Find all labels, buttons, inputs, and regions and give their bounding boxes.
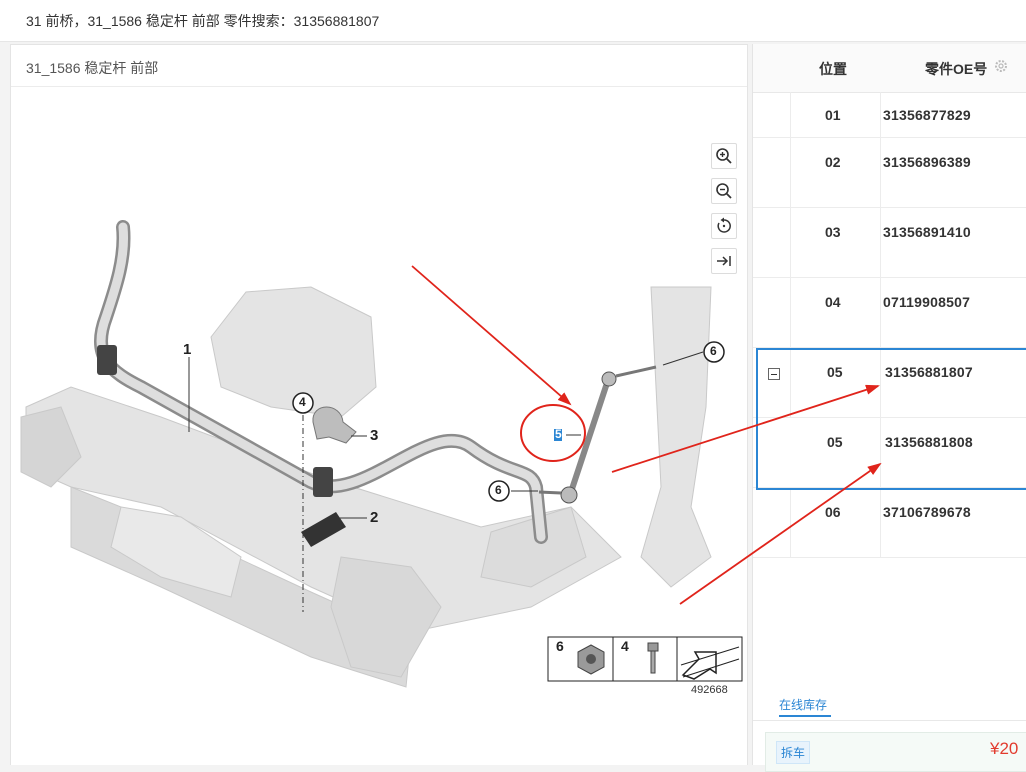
row-oe-number[interactable]: 31356896389 xyxy=(883,154,971,170)
diagram-toolbar xyxy=(711,143,739,283)
diagram-panel: 31_1586 稳定杆 前部 xyxy=(10,44,748,765)
zoom-in-button[interactable] xyxy=(711,143,737,169)
tab-online-stock[interactable]: 在线库存 xyxy=(779,698,828,712)
row-position: 06 xyxy=(825,504,841,520)
row-oe-number[interactable]: 37106789678 xyxy=(883,504,971,520)
bracket-part xyxy=(312,406,357,444)
source-badge: 拆车 xyxy=(776,741,811,764)
collapse-row-icon[interactable] xyxy=(768,368,780,380)
row-position: 02 xyxy=(825,154,841,170)
table-row[interactable]: 06 37106789678 xyxy=(753,488,1026,558)
row-oe-number[interactable]: 31356881807 xyxy=(885,364,973,380)
gear-icon[interactable] xyxy=(993,58,1009,74)
row-position: 05 xyxy=(827,364,843,380)
breadcrumb: 31 前桥，31_1586 稳定杆 前部 零件搜索：31356881807 xyxy=(26,13,380,29)
row-position: 01 xyxy=(825,107,841,123)
table-row[interactable]: 02 31356896389 xyxy=(753,138,1026,208)
reset-button[interactable] xyxy=(711,213,737,239)
legend-number-4: 4 xyxy=(621,638,629,654)
collapse-panel-button[interactable] xyxy=(711,248,737,274)
column-header-position: 位置 xyxy=(819,61,847,77)
bushing-right xyxy=(313,467,333,497)
zoom-out-icon xyxy=(716,183,732,199)
diagram-reference-number: 492668 xyxy=(691,684,728,696)
table-row[interactable]: 04 07119908507 xyxy=(753,278,1026,348)
collapse-panel-icon xyxy=(717,256,731,266)
diagram-title: 31_1586 稳定杆 前部 xyxy=(11,45,747,87)
reset-rotate-icon xyxy=(717,217,731,233)
row-position: 03 xyxy=(825,224,841,240)
row-oe-number[interactable]: 31356877829 xyxy=(883,107,971,123)
stock-item[interactable]: 拆车 ¥20 xyxy=(765,732,1026,772)
table-row[interactable]: 03 31356891410 xyxy=(753,208,1026,278)
callout-4[interactable]: 4 xyxy=(299,395,306,409)
row-oe-number[interactable]: 07119908507 xyxy=(883,294,971,310)
callout-6-bottom[interactable]: 6 xyxy=(495,483,502,497)
callout-3[interactable]: 3 xyxy=(370,427,379,444)
breadcrumb-bar: 31 前桥，31_1586 稳定杆 前部 零件搜索：31356881807 xyxy=(0,0,1026,42)
row-position: 04 xyxy=(825,294,841,310)
zoom-in-icon xyxy=(716,148,732,164)
active-tab-indicator xyxy=(779,715,831,717)
price: ¥20 xyxy=(990,739,1019,758)
rubber-mount xyxy=(301,512,346,547)
legend-number-6: 6 xyxy=(556,638,564,654)
callout-6-top[interactable]: 6 xyxy=(710,344,717,358)
callout-2[interactable]: 2 xyxy=(370,509,379,526)
callout-1[interactable]: 1 xyxy=(183,341,192,358)
legend-box xyxy=(547,636,743,682)
callout-5[interactable]: 5 xyxy=(555,427,562,441)
table-row-selected[interactable]: 05 31356881807 xyxy=(753,348,1026,418)
table-header: 位置 零件OE号 xyxy=(753,44,1026,93)
table-row-subitem[interactable]: 05 31356881808 xyxy=(753,418,1026,488)
row-oe-number[interactable]: 31356891410 xyxy=(883,224,971,240)
table-row[interactable]: 01 31356877829 xyxy=(753,92,1026,138)
row-position: 05 xyxy=(827,434,843,450)
parts-table-panel: 位置 零件OE号 01 31356877829 02 31356896389 0… xyxy=(752,44,1026,772)
zoom-out-button[interactable] xyxy=(711,178,737,204)
row-oe-number[interactable]: 31356881808 xyxy=(885,434,973,450)
diagram-svg xyxy=(20,220,743,688)
parts-diagram[interactable]: 1 2 3 4 5 6 6 6 4 492668 xyxy=(11,87,747,766)
column-header-oe: 零件OE号 xyxy=(925,61,988,77)
bushing-left xyxy=(97,345,117,375)
